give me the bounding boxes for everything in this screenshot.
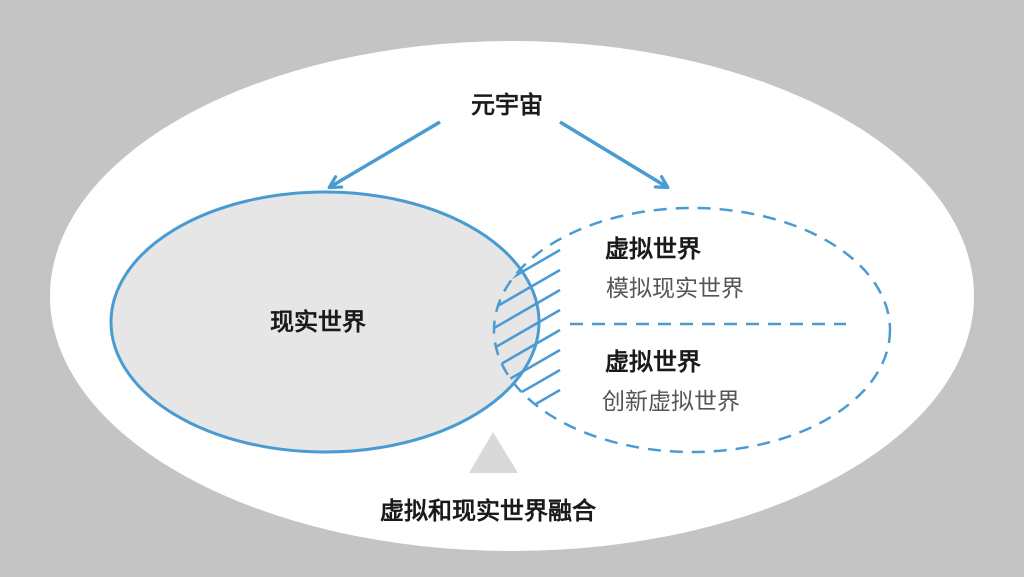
virtual-section-1-subtitle: 模拟现实世界 xyxy=(606,276,744,302)
fusion-label: 虚拟和现实世界融合 xyxy=(380,497,597,525)
virtual-section-2-title: 虚拟世界 xyxy=(605,348,701,376)
fusion-pointer-triangle xyxy=(469,432,518,473)
real-world-label: 现实世界 xyxy=(270,308,366,336)
arrow-to-real-world xyxy=(327,120,441,190)
virtual-world-ellipse xyxy=(492,206,892,454)
top-label: 元宇宙 xyxy=(471,91,543,119)
virtual-section-2-subtitle: 创新虚拟世界 xyxy=(602,389,740,415)
arrow-to-virtual-world xyxy=(559,120,670,190)
virtual-section-1-title: 虚拟世界 xyxy=(605,235,701,263)
